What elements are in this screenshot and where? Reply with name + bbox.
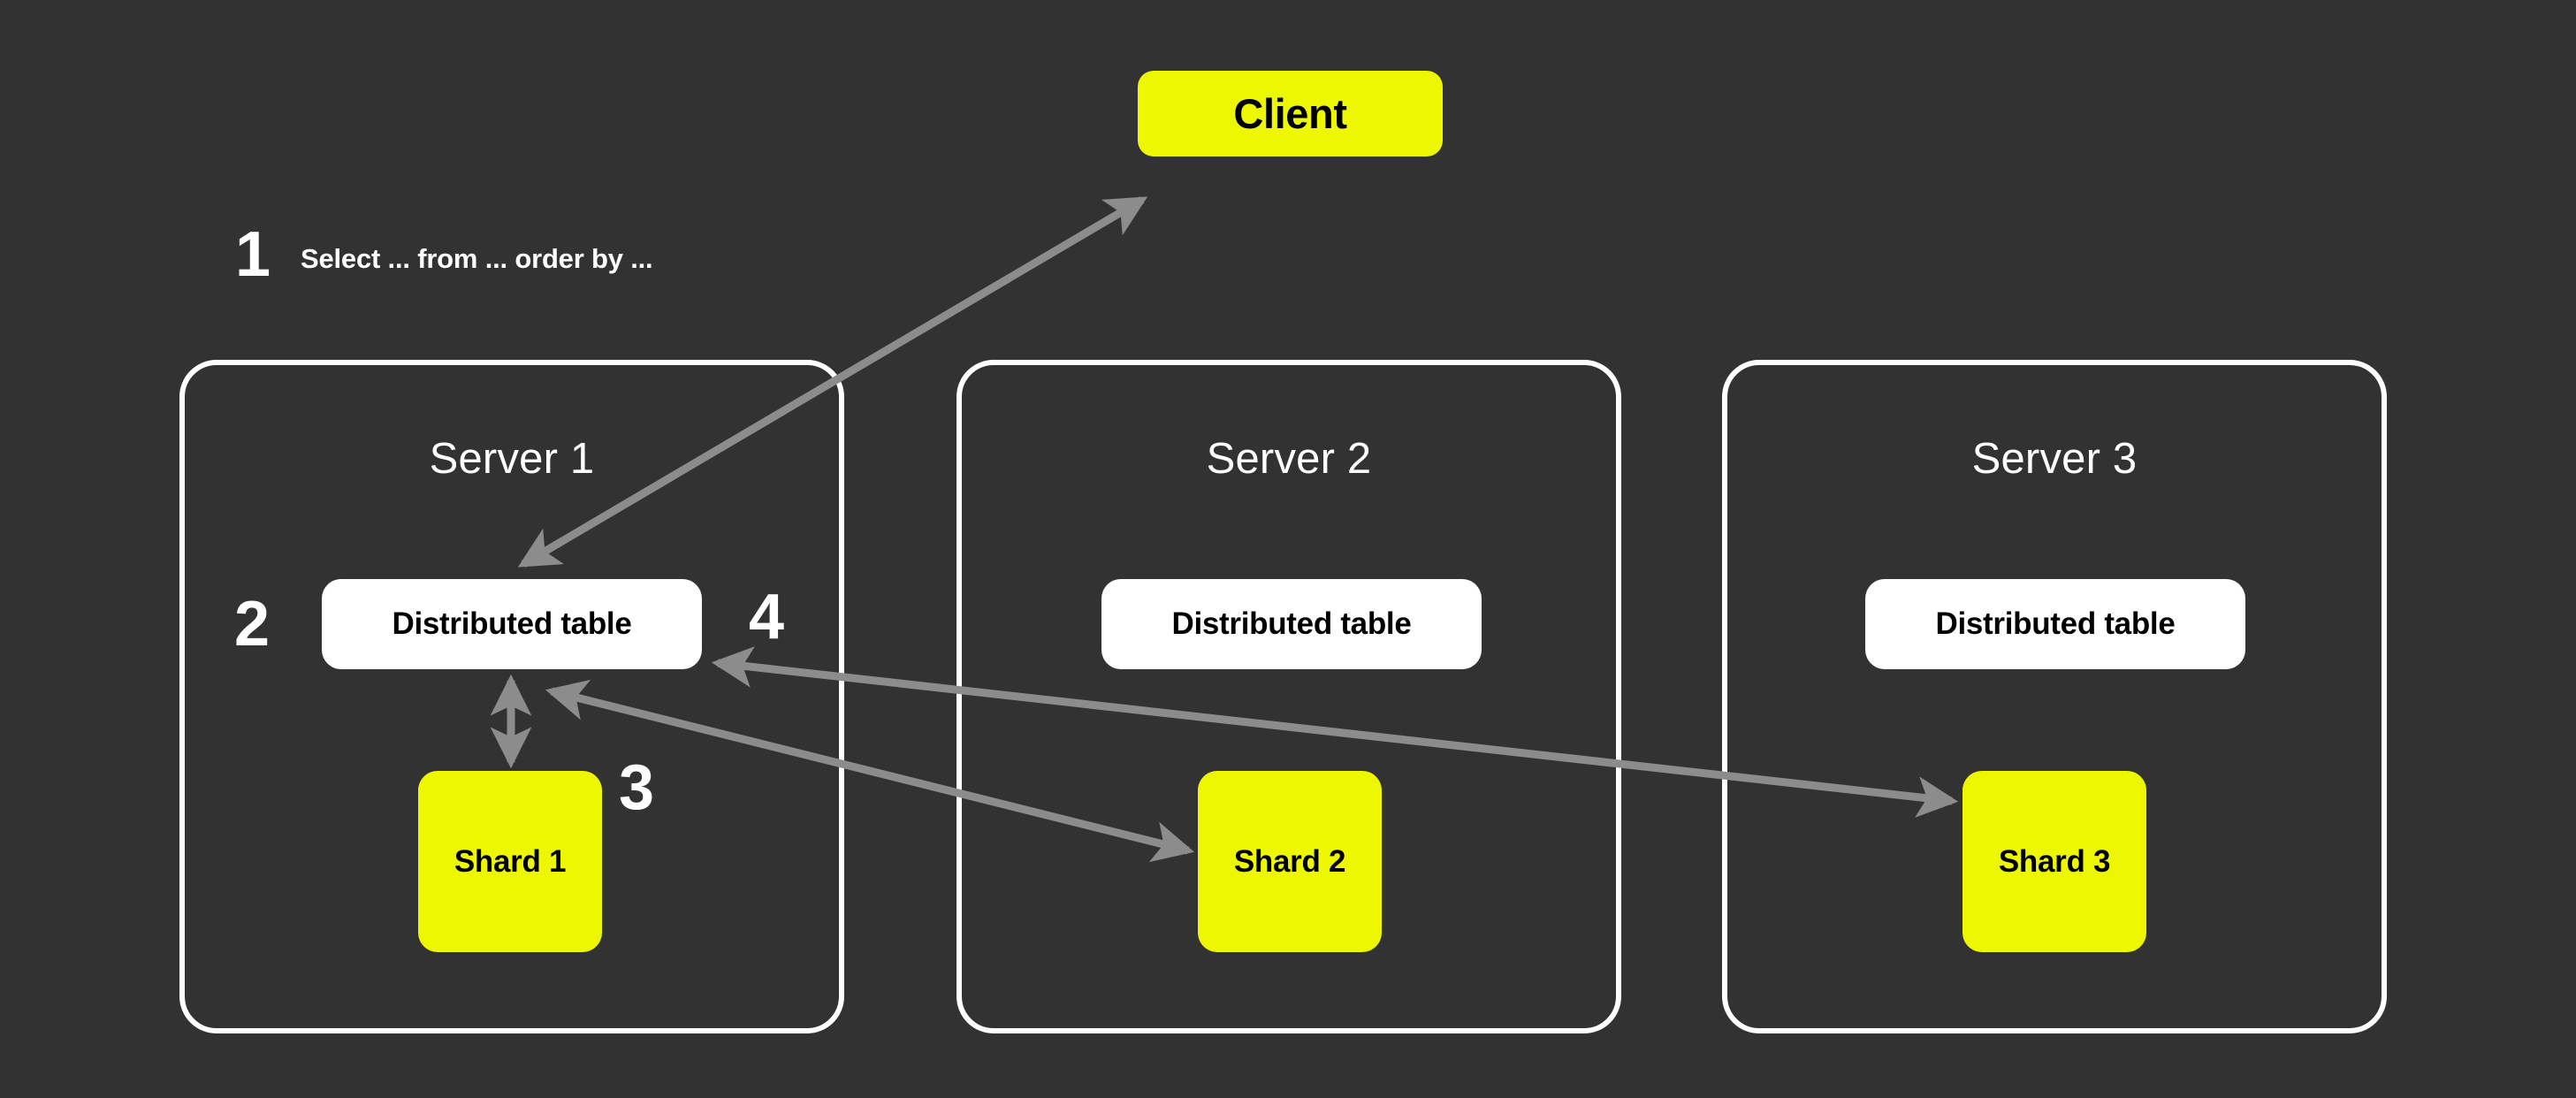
- distributed-table-label-2: Distributed table: [1171, 606, 1412, 641]
- step-caption-1: Select ... from ... order by ...: [301, 243, 653, 274]
- step-number-3: 3: [619, 752, 654, 823]
- step-number-4: 4: [749, 582, 784, 652]
- client-label: Client: [1233, 90, 1347, 137]
- step-number-1: 1: [235, 219, 271, 290]
- shard-1-box[interactable]: Shard 1: [418, 771, 602, 952]
- server-title-3: Server 3: [1971, 435, 2138, 483]
- distributed-table-label-1: Distributed table: [392, 606, 632, 641]
- distributed-table-label-3: Distributed table: [1935, 606, 2176, 641]
- shard-2-label: Shard 2: [1233, 843, 1346, 879]
- client-box[interactable]: Client: [1138, 71, 1443, 156]
- shard-3-label: Shard 3: [1998, 843, 2111, 879]
- shard-3-box[interactable]: Shard 3: [1962, 771, 2146, 952]
- step-number-2: 2: [234, 589, 270, 660]
- distributed-table-server-1[interactable]: Distributed table: [322, 579, 702, 669]
- distributed-table-server-2[interactable]: Distributed table: [1101, 579, 1482, 669]
- server-title-2: Server 2: [1206, 435, 1372, 483]
- shard-1-label: Shard 1: [453, 843, 567, 879]
- server-title-1: Server 1: [429, 435, 595, 483]
- shard-2-box[interactable]: Shard 2: [1198, 771, 1382, 952]
- distributed-table-server-3[interactable]: Distributed table: [1865, 579, 2245, 669]
